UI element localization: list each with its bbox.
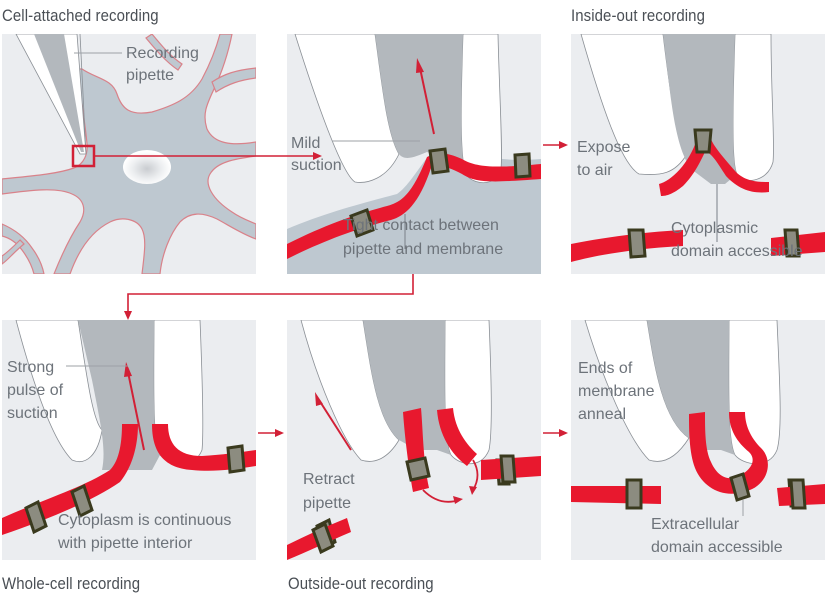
ion-channel [349, 147, 532, 238]
arrowhead [124, 311, 132, 320]
label-domain-accessible: domain accessible [671, 243, 803, 260]
cell-attached-illustration: Mild suction Tight contact between pipet… [287, 34, 541, 274]
title-inside-out: Inside-out recording [571, 6, 705, 25]
label-extracellular: Extracellular [651, 516, 740, 533]
label-retract: Retract [303, 471, 355, 488]
membrane-patch [659, 138, 769, 196]
label-ends-of: Ends of [578, 360, 633, 377]
panel-whole-cell: Strong pulse of suction Cytoplasm is con… [2, 320, 256, 560]
ion-channel [625, 478, 807, 510]
title-whole-cell: Whole-cell recording [2, 574, 141, 593]
inside-out-illustration: Expose to air Cytoplasmic domain accessi… [571, 34, 825, 262]
panel-cell-attached-detail: Mild suction Tight contact between pipet… [287, 34, 541, 274]
panel-cell-attached: Recording pipette [2, 34, 256, 274]
label-anneal: anneal [578, 406, 626, 423]
membrane [287, 153, 541, 259]
ion-channel [499, 454, 517, 484]
title-cell-attached: Cell-attached recording [2, 6, 159, 25]
retract-illustration: Retract pipette [287, 320, 541, 560]
label-suction: suction [7, 405, 58, 422]
label-pulse-of: pulse of [7, 382, 64, 399]
label-membrane: membrane [578, 383, 655, 400]
ion-channel [627, 228, 801, 259]
recording-pipette [15, 34, 87, 155]
label-expose: Expose [577, 139, 630, 156]
title-outside-out: Outside-out recording [288, 574, 434, 593]
label-strong: Strong [7, 359, 54, 376]
panel-outside-out: Ends of membrane anneal Extracellular do… [571, 320, 825, 560]
neuron-illustration: Recording pipette [2, 34, 256, 274]
membrane-loop [689, 412, 768, 494]
arrowhead [559, 141, 568, 149]
ion-channel [24, 444, 246, 535]
label-pipette-membrane: pipette and membrane [343, 241, 503, 258]
label-cytoplasm-continuous: Cytoplasm is continuous [58, 512, 231, 529]
ion-channel [693, 128, 713, 154]
arrow-to-whole-cell [127, 274, 414, 314]
label-tight-contact: Tight contact between [343, 217, 499, 234]
label-recording: Recording [126, 45, 199, 62]
outside-out-illustration: Ends of membrane anneal Extracellular do… [571, 320, 825, 556]
label-cytoplasmic: Cytoplasmic [671, 220, 758, 237]
panel-outside-out-step: Retract pipette [287, 320, 541, 560]
label-to-air: to air [577, 162, 613, 179]
panel-inside-out: Expose to air Cytoplasmic domain accessi… [571, 34, 825, 274]
nucleus [123, 150, 171, 184]
ion-channel [311, 521, 335, 555]
label-mild: Mild [291, 135, 320, 152]
label-pipette: pipette [126, 67, 174, 84]
label-suction: suction [291, 157, 342, 174]
arrowhead [559, 429, 568, 437]
label-pipette-interior: with pipette interior [57, 535, 193, 552]
whole-cell-illustration: Strong pulse of suction Cytoplasm is con… [2, 320, 256, 552]
label-domain-accessible: domain accessible [651, 539, 783, 556]
label-pipette: pipette [303, 495, 351, 512]
arrowhead [275, 429, 284, 437]
